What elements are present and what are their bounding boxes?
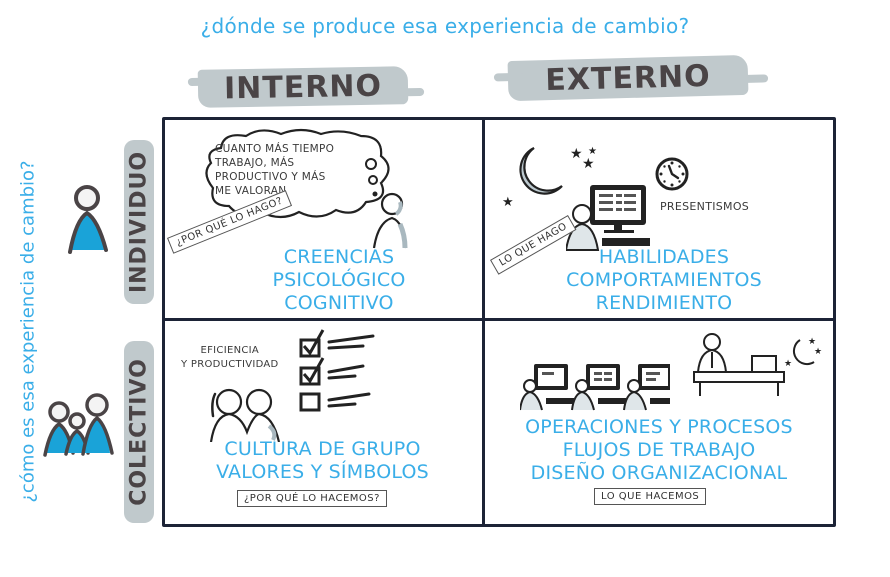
workstations-icon: [520, 364, 670, 411]
svg-text:★: ★: [808, 337, 816, 347]
row-header-label: INDIVIDUO: [126, 150, 152, 294]
quadrant-title: CULTURA DE GRUPO VALORES Y SÍMBOLOS: [216, 438, 429, 483]
svg-text:★: ★: [784, 359, 792, 369]
manager-desk-icon: ★ ★ ★: [693, 333, 822, 396]
efficiency-note: EFICIENCIA Y PRODUCTIVIDAD: [181, 345, 279, 370]
column-header-interno: INTERNO: [197, 66, 409, 108]
column-header-externo: EXTERNO: [507, 54, 749, 102]
quadrant-individual-external: ★ ★ ★ ★ PRESENTISMOS LO QUE HAGO HABILID…: [484, 120, 834, 315]
thinking-person-icon: [372, 192, 408, 249]
row-header-individuo: INDIVIDUO: [124, 140, 154, 304]
row-header-label: COLECTIVO: [126, 358, 152, 506]
single-person-icon: [68, 185, 108, 254]
column-header-label: EXTERNO: [544, 58, 712, 98]
thought-bubble-icon: [205, 128, 390, 219]
horizontal-divider: [165, 318, 833, 321]
clock-icon: [655, 157, 689, 191]
row-axis-question: ¿cómo es esa experiencia de cambio?: [17, 160, 39, 503]
svg-text:★: ★: [814, 347, 822, 357]
svg-text:★: ★: [570, 146, 583, 162]
quadrant-title: OPERACIONES Y PROCESOS FLUJOS DE TRABAJO…: [525, 416, 793, 484]
quadrant-grid: [162, 117, 836, 527]
quadrant-title: CREENCIAS PSICOLÓGICO COGNITIVO: [272, 246, 406, 314]
checklist-icon: [299, 329, 375, 412]
group-people-icon: [43, 393, 114, 457]
what-we-do-tag: LO QUE HACEMOS: [594, 488, 707, 505]
column-header-label: INTERNO: [223, 68, 383, 106]
svg-text:★: ★: [502, 195, 514, 208]
quadrant-title: HABILIDADES COMPORTAMIENTOS RENDIMIENTO: [566, 246, 762, 314]
vertical-divider: [482, 120, 485, 524]
why-we-do-it-tag: ¿POR QUÉ LO HACEMOS?: [237, 490, 387, 507]
quadrant-collective-internal: EFICIENCIA Y PRODUCTIVIDAD CULTURA DE GR…: [165, 320, 479, 524]
column-axis-question: ¿dónde se produce esa experiencia de cam…: [200, 14, 690, 38]
moon-stars-icon: ★ ★ ★ ★: [502, 146, 597, 208]
presentismos-note: PRESENTISMOS: [660, 200, 750, 213]
svg-text:★: ★: [588, 146, 597, 157]
quadrant-collective-external: ★ ★ ★ OPERACIONES Y PROCESOS FLUJOS DE T…: [484, 320, 834, 524]
computer-worker-icon: [566, 185, 650, 251]
quadrant-individual-internal: CUANTO MÁS TIEMPO TRABAJO, MÁS PRODUCTIV…: [165, 120, 479, 315]
thought-bubble-text: CUANTO MÁS TIEMPO TRABAJO, MÁS PRODUCTIV…: [215, 143, 335, 197]
two-people-icon: [209, 388, 281, 442]
row-header-colectivo: COLECTIVO: [124, 341, 154, 523]
thought-dots-icon: [365, 158, 378, 197]
svg-text:★: ★: [582, 156, 595, 172]
